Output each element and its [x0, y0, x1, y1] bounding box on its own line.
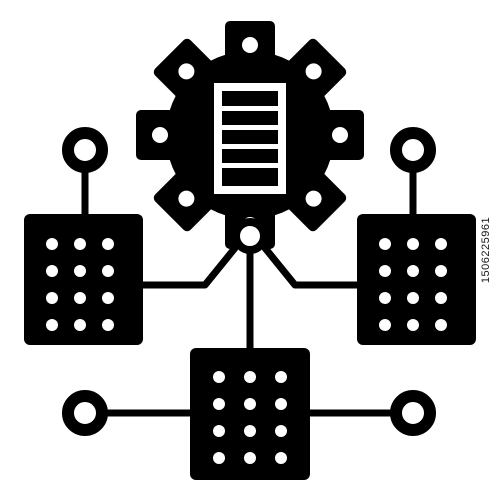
node-ring-bottom-left	[62, 390, 108, 436]
node-ring-top-left	[62, 127, 108, 173]
node-ring-bottom-right	[390, 390, 436, 436]
hub-node-ring	[232, 218, 268, 254]
module-panel-bottom	[190, 348, 310, 480]
module-panel-right	[357, 214, 476, 345]
watermark-id: 1506225961	[480, 216, 492, 284]
watermark: 1506225961	[478, 0, 494, 500]
gear-icon	[136, 21, 364, 249]
node-ring-top-right	[390, 127, 436, 173]
module-panel-left	[24, 214, 143, 345]
node-rings	[62, 127, 436, 436]
server-rack-icon	[214, 83, 286, 194]
